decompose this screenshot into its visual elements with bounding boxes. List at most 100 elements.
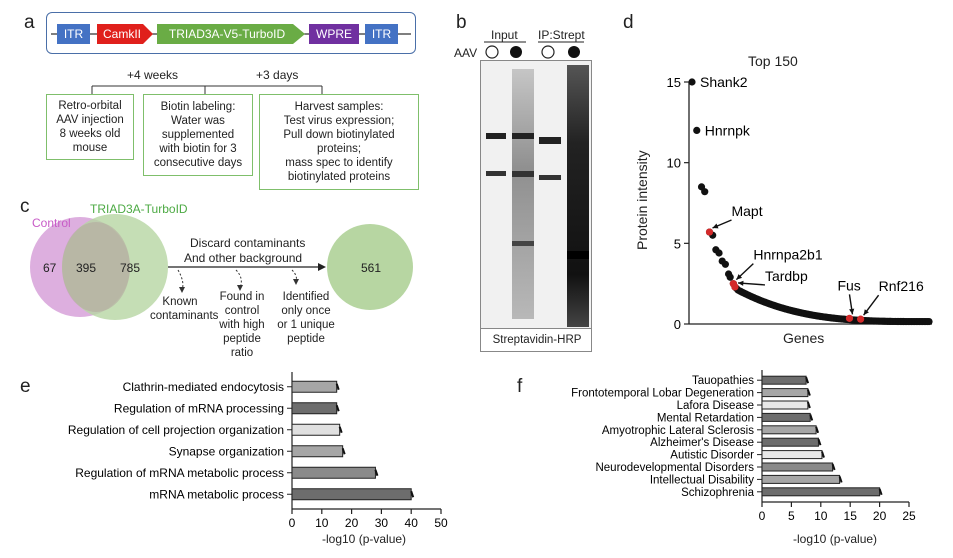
construct-diagram: ITR CamkII TRIAD3A-V5-TurboID WPRE ITR <box>46 12 416 54</box>
bar-error-mark <box>831 463 836 471</box>
interval-3-days: +3 days <box>256 68 299 82</box>
bar <box>291 380 338 393</box>
bar <box>761 388 809 398</box>
panel-label-d: d <box>623 12 634 33</box>
bar-category-label: Regulation of mRNA processing <box>114 401 284 415</box>
bar <box>761 450 823 460</box>
result-circle <box>327 224 413 310</box>
bar-category-label: Alzheimer's Disease <box>650 437 754 449</box>
bar-error-mark <box>335 404 340 412</box>
overlap-count: 395 <box>76 261 97 275</box>
bar <box>761 474 841 484</box>
scatter-point <box>726 273 734 281</box>
bar-category-label: Tauopathies <box>692 375 754 387</box>
camkii-promoter-element <box>97 24 153 44</box>
scatter-highlight-point <box>731 283 739 291</box>
scatter-gene-label: Tardbp <box>765 268 808 284</box>
bar <box>291 445 344 458</box>
bar-category-label: Schizophrenia <box>681 487 754 499</box>
bar <box>761 437 819 447</box>
control-only-count: 67 <box>43 261 57 275</box>
bar-xtick-label: 50 <box>434 516 448 530</box>
bar-error-mark <box>805 376 810 384</box>
bar-category-label: Regulation of cell projection organizati… <box>68 423 284 437</box>
go-chart-xlabel: -log10 (p-value) <box>322 532 407 546</box>
bar-category-label: Synapse organization <box>169 444 284 458</box>
scatter-ytick-label: 5 <box>674 236 681 251</box>
bar-error-mark <box>878 488 883 496</box>
scatter-highlight-point <box>857 315 865 323</box>
control-label: Control <box>32 216 71 230</box>
scatter-ylabel: Protein intensity <box>634 150 650 250</box>
itr-left-element <box>57 24 90 44</box>
scatter-point <box>925 317 933 326</box>
bar-error-mark <box>821 451 825 458</box>
scatter-arrowhead <box>863 309 869 316</box>
scatter-gene-label: Mapt <box>731 203 762 219</box>
bar-xtick-label: 15 <box>844 509 858 523</box>
bar-error-mark <box>806 389 811 396</box>
wpre-element <box>309 24 359 44</box>
discard-text-2: And other background <box>184 251 303 265</box>
bar-xtick-label: 5 <box>788 509 795 523</box>
scatter-ytick-label: 10 <box>667 156 681 171</box>
venn-overlap <box>62 222 130 312</box>
panel-label-b: b <box>456 12 467 33</box>
scatter-ytick-label: 15 <box>667 75 681 90</box>
bar-category-label: mRNA metabolic process <box>149 487 284 501</box>
scatter-point <box>693 126 701 134</box>
camkii-label: CamkII <box>103 27 141 41</box>
bar-error-mark <box>374 469 379 477</box>
triad3a-element <box>157 24 305 44</box>
bar-error-mark <box>817 438 822 446</box>
western-blot-image: Streptavidin-HRP <box>480 60 592 352</box>
bar-xtick-label: 40 <box>405 516 419 530</box>
bar <box>761 462 834 472</box>
bar-xtick-label: 20 <box>345 516 359 530</box>
panel-label-e: e <box>20 376 31 397</box>
bar-error-mark <box>815 426 820 434</box>
bar <box>761 400 809 410</box>
triad3a-label: TRIAD3A-V5-TurboID <box>169 27 286 41</box>
triad-only-count: 785 <box>120 261 141 275</box>
bar-category-label: Neurodevelopmental Disorders <box>595 462 754 474</box>
scatter-gene-label: Hnrnpa2b1 <box>753 247 822 263</box>
bar-error-mark <box>410 490 415 498</box>
bar-xtick-label: 0 <box>289 516 296 530</box>
scatter-arrowhead <box>737 280 744 286</box>
bar <box>761 412 811 422</box>
scatter-point <box>721 260 730 268</box>
bar-xtick-label: 10 <box>814 509 828 523</box>
aav-plus-circle <box>510 46 522 58</box>
wpre-label: WPRE <box>316 27 352 41</box>
timeline-lines <box>91 85 323 94</box>
panel-label-c: c <box>20 196 30 217</box>
bar-category-label: Clathrin-mediated endocytosis <box>123 380 284 394</box>
bar-error-mark <box>338 426 343 434</box>
bar-category-label: Frontotemporal Lobar Degeneration <box>571 388 754 400</box>
scatter-point <box>688 78 696 86</box>
scatter-arrowhead <box>712 223 719 229</box>
ip-aav-minus-circle <box>541 45 555 59</box>
step-harvest-box: Harvest samples:Test virus expression;Pu… <box>259 94 419 190</box>
itr-right-label: ITR <box>372 27 392 41</box>
scatter-point <box>715 249 723 257</box>
scatter-ytick-label: 0 <box>674 317 681 332</box>
triad-label: TRIAD3A-TurboID <box>90 202 188 216</box>
bar-xtick-label: 10 <box>315 516 329 530</box>
bar-xtick-label: 25 <box>902 509 916 523</box>
ip-aav-plus-circle <box>568 46 580 58</box>
scatter-arrowhead <box>736 274 743 280</box>
bar-category-label: Amyotrophic Lateral Sclerosis <box>602 425 754 437</box>
scatter-arrowhead <box>849 308 855 315</box>
discard-text-1: Discard contaminants <box>190 236 306 250</box>
bar-category-label: Autistic Disorder <box>670 450 754 462</box>
bar-error-mark <box>809 414 814 421</box>
result-count: 561 <box>361 261 382 275</box>
